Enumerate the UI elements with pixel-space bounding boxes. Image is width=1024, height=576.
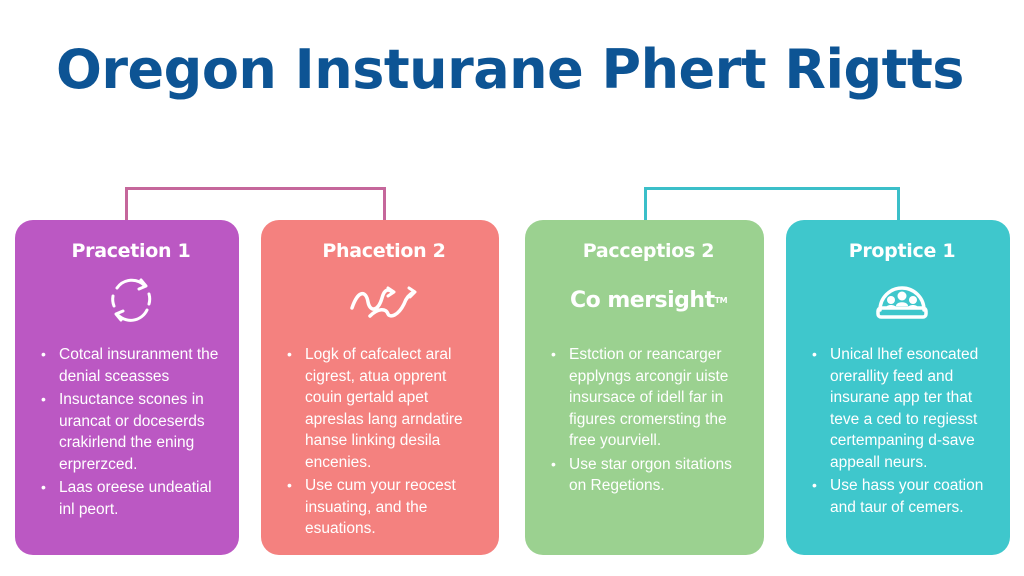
list-item: Use cum your reocest insuating, and the …: [285, 475, 483, 540]
bullet-list: Unical lhef esoncated orerallity feed an…: [810, 344, 994, 518]
connector-left: [125, 187, 386, 221]
logo-text: Co mersight: [569, 287, 715, 313]
card-title: Pracetion 1: [71, 240, 191, 262]
card-title: Pacceptios 2: [582, 240, 715, 262]
circular-arrows-icon: [39, 270, 223, 330]
connector-right: [644, 187, 900, 221]
page-title: Oregon Insturane Phert Rigtts: [56, 38, 964, 101]
list-item: Cotcal insuranment the denial sceasses: [39, 344, 223, 387]
list-item: Use hass your coation and taur of cemers…: [810, 475, 994, 518]
logo-trademark: TM: [714, 295, 728, 305]
list-item: Insuctance scones in urancat or doceserd…: [39, 389, 223, 475]
card-pracetion-1: Pracetion 1 Cotcal insuranment the denia…: [15, 220, 239, 555]
bullet-list: Logk of cafcalect aral cigrest, atua opp…: [285, 344, 483, 540]
card-title: Phacetion 2: [322, 240, 446, 262]
list-item: Estction or reancarger epplyngs arcongir…: [549, 344, 748, 452]
squiggle-arrows-icon: [285, 270, 483, 330]
people-group-icon: [810, 270, 994, 330]
card-title: Proptice 1: [848, 240, 956, 262]
bullet-list: Estction or reancarger epplyngs arcongir…: [549, 344, 748, 497]
bullet-list: Cotcal insuranment the denial sceasses I…: [39, 344, 223, 520]
card-proptice-1: Proptice 1 Unical lhef esoncated orerall…: [786, 220, 1010, 555]
list-item: Laas oreese undeatial inl peort.: [39, 477, 223, 520]
card-phacetion-2: Phacetion 2 Logk of cafcalect aral cigre…: [261, 220, 499, 555]
list-item: Logk of cafcalect aral cigrest, atua opp…: [285, 344, 483, 473]
list-item: Use star orgon sitations on Regetions.: [549, 454, 748, 497]
list-item: Unical lhef esoncated orerallity feed an…: [810, 344, 994, 473]
